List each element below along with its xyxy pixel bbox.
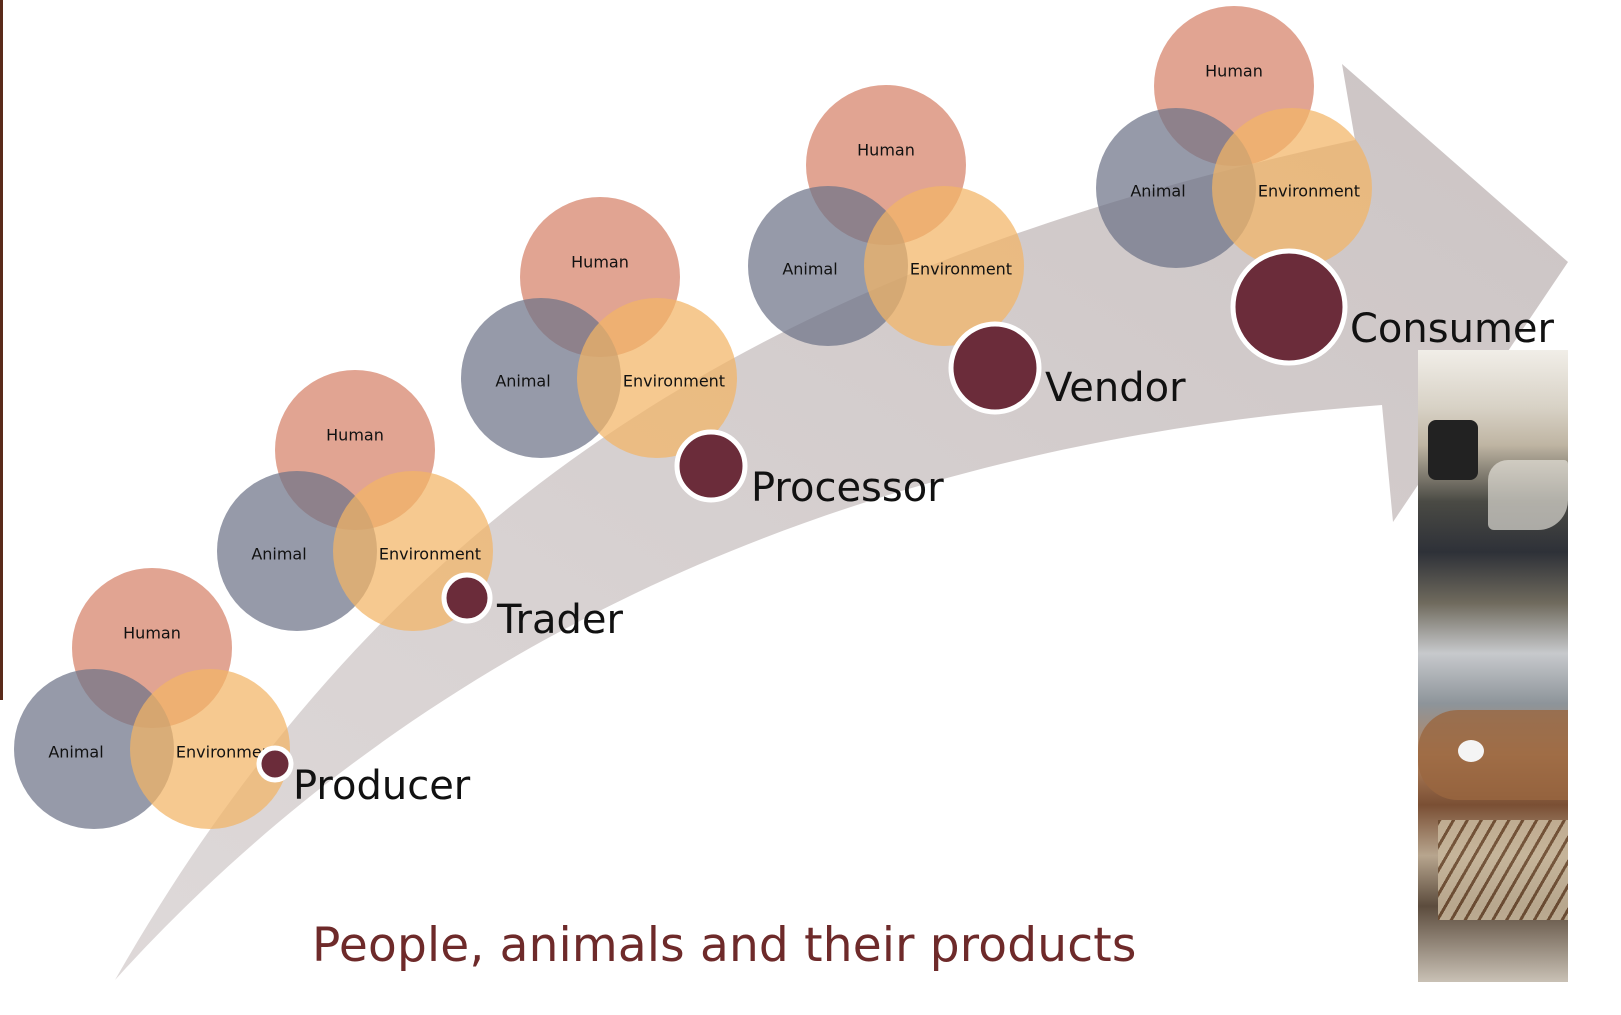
environment-circle <box>864 186 1024 346</box>
human-label: Human <box>123 624 181 643</box>
animal-label: Animal <box>251 545 306 564</box>
environment-circle <box>130 669 290 829</box>
environment-label: Environment <box>176 743 278 762</box>
stage-label: Trader <box>496 597 624 643</box>
human-label: Human <box>1205 62 1263 81</box>
animal-circle <box>1096 108 1256 268</box>
stage-dot <box>674 429 748 503</box>
stage-dot <box>948 321 1042 415</box>
human-label: Human <box>571 253 629 272</box>
environment-circle <box>577 298 737 458</box>
animal-circle <box>461 298 621 458</box>
stage-label: Vendor <box>1045 365 1186 411</box>
animal-label: Animal <box>495 372 550 391</box>
animal-label: Animal <box>48 743 103 762</box>
value-chain-arrow <box>115 64 1568 980</box>
left-edge-strip <box>0 0 3 700</box>
stage-dot <box>441 572 493 624</box>
animal-circle <box>14 669 174 829</box>
stage-label: Consumer <box>1350 306 1555 352</box>
environment-circle <box>1212 108 1372 268</box>
animal-circle <box>217 471 377 631</box>
human-label: Human <box>857 141 915 160</box>
animal-label: Animal <box>1130 182 1185 201</box>
environment-label: Environment <box>1258 182 1360 201</box>
market-photo <box>1418 350 1568 982</box>
environment-label: Environment <box>623 372 725 391</box>
stage-dot <box>1230 248 1348 366</box>
stage-label: Producer <box>293 763 471 809</box>
human-label: Human <box>326 426 384 445</box>
diagram-caption: People, animals and their products <box>312 918 1137 973</box>
environment-label: Environment <box>910 260 1012 279</box>
animal-label: Animal <box>782 260 837 279</box>
environment-label: Environment <box>379 545 481 564</box>
stage-label: Processor <box>751 465 944 511</box>
stage-dot <box>256 745 294 783</box>
animal-circle <box>748 186 908 346</box>
